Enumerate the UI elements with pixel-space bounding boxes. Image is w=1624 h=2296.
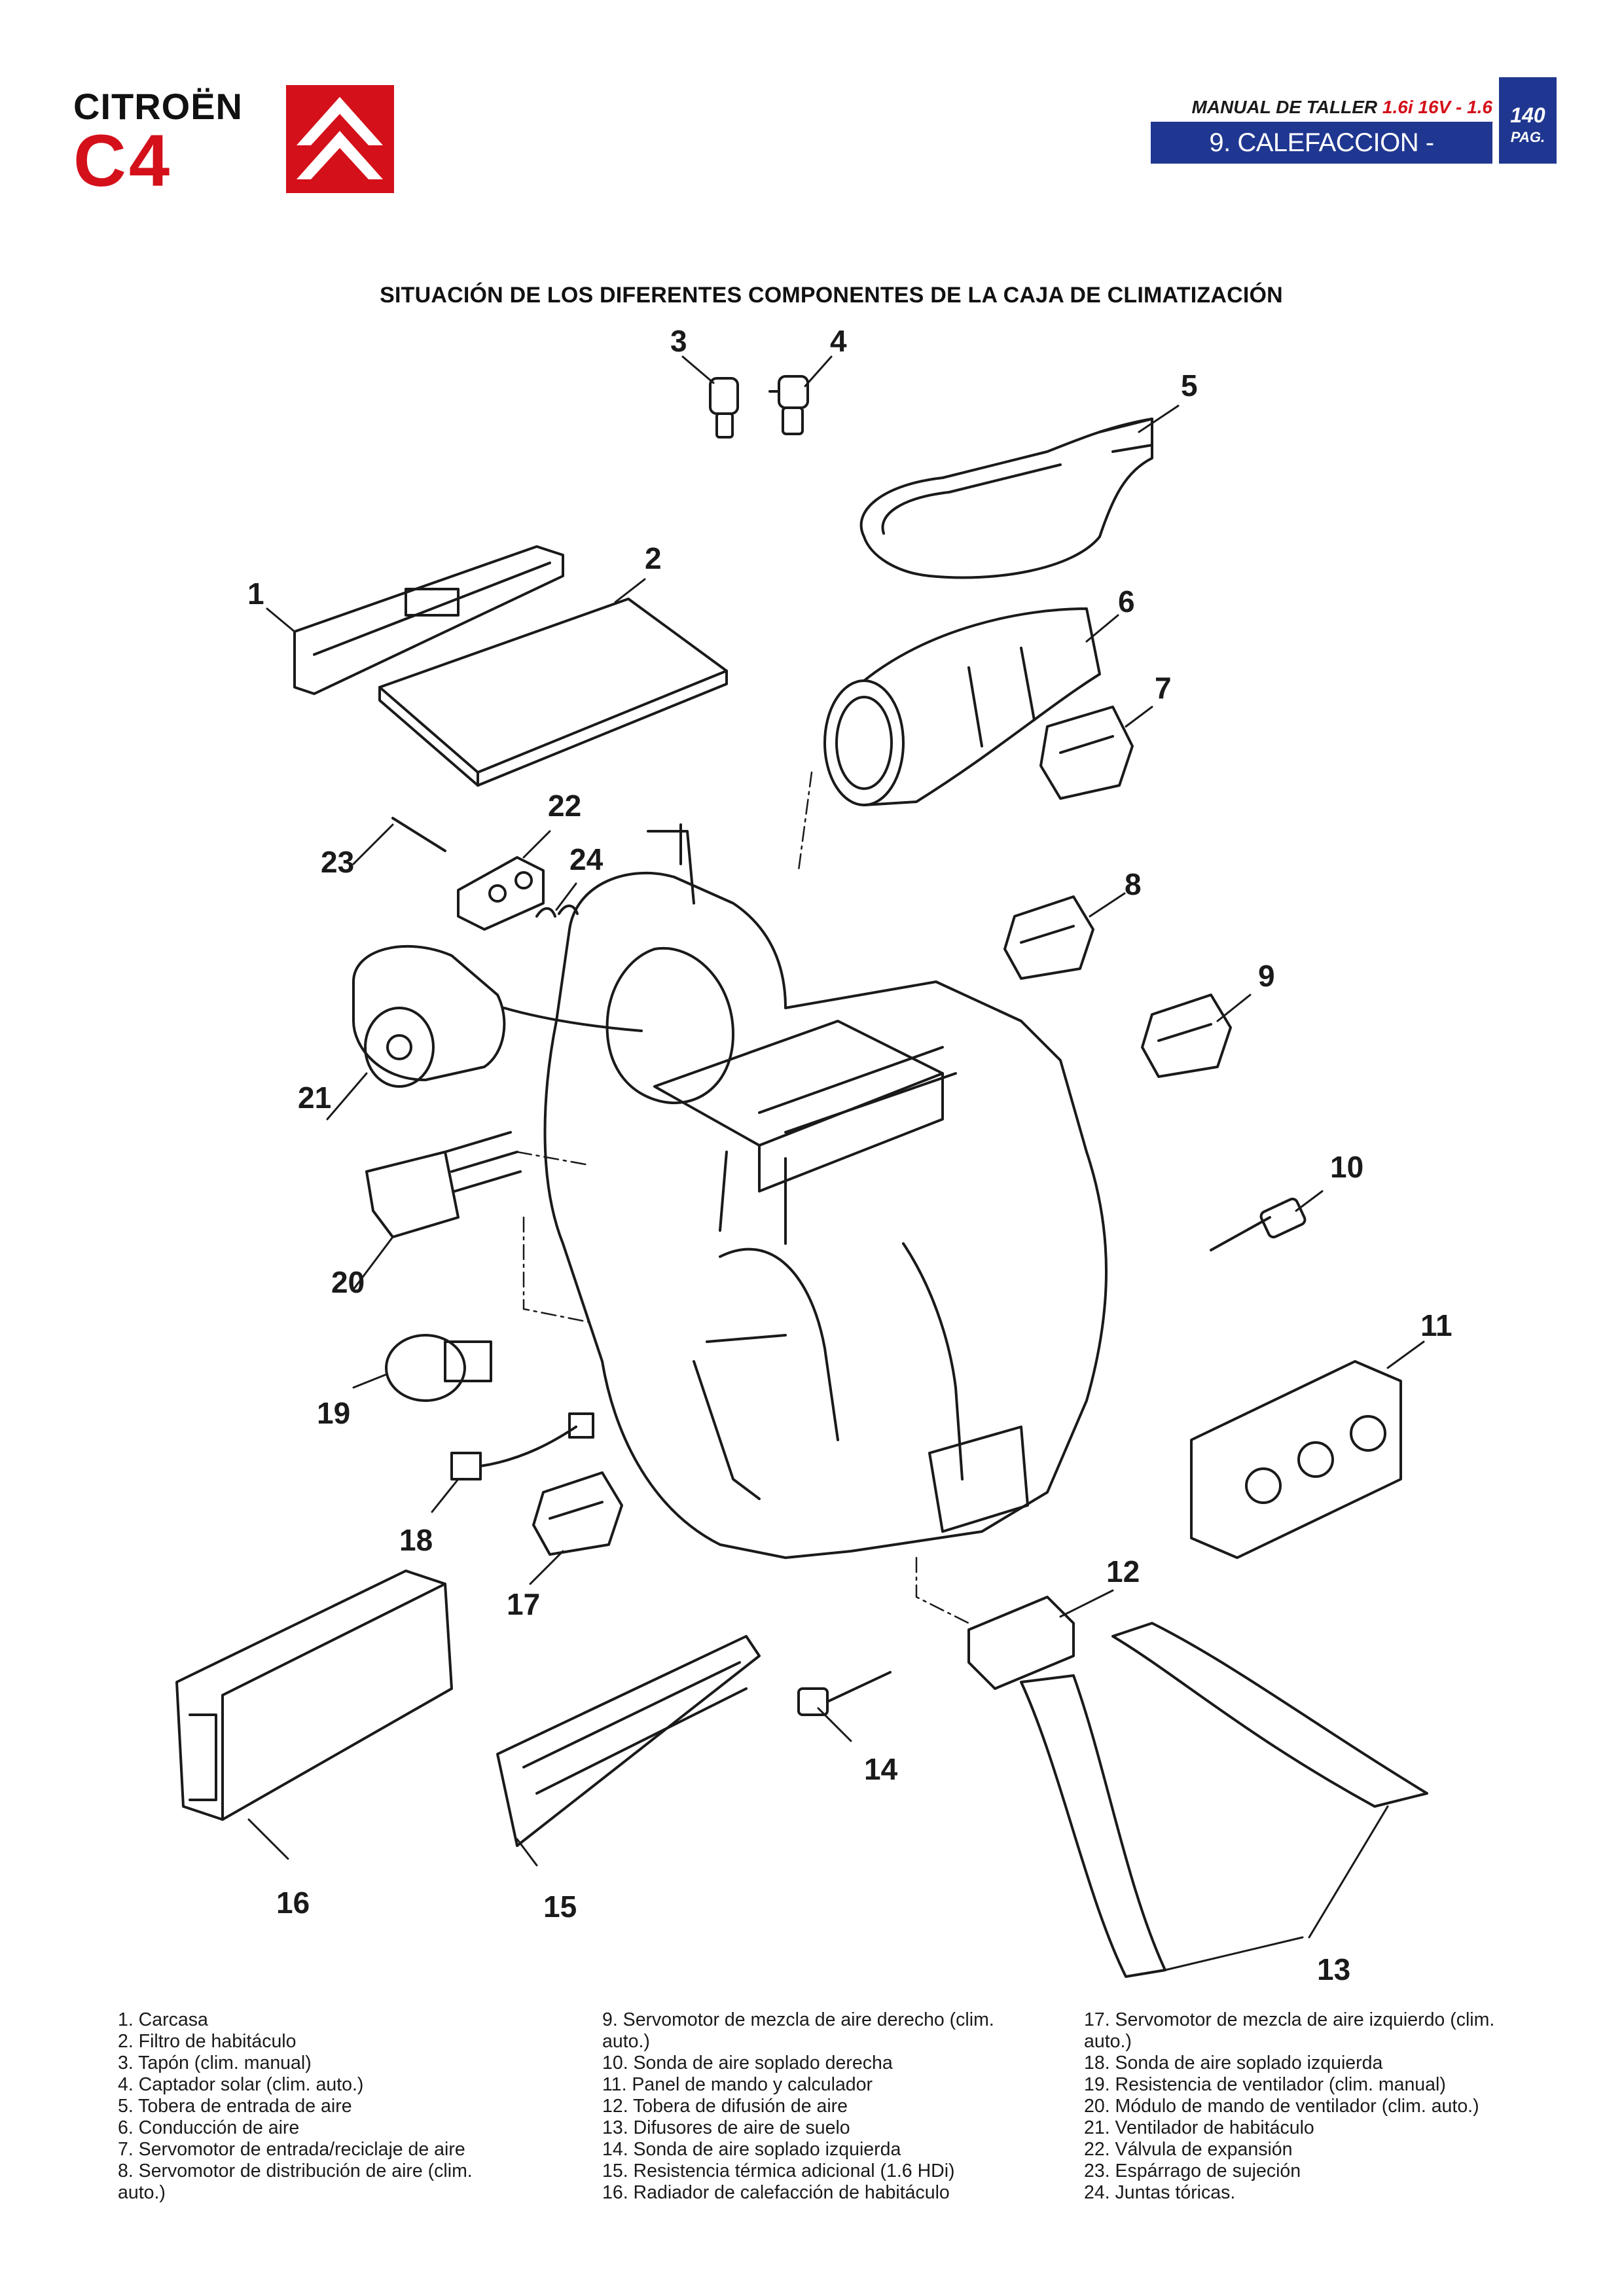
part-7-recirculation-servo: [1039, 706, 1134, 800]
legend-item: 19. Resistencia de ventilador (clim. man…: [1084, 2074, 1446, 2095]
part-8-distribution-servo: [1003, 895, 1094, 980]
part-21-blower-fan: [352, 944, 643, 1088]
part-6-air-duct: [823, 607, 1101, 806]
part-14-left-air-probe: [797, 1671, 892, 1716]
part-20-fan-control-module: [365, 1131, 522, 1238]
citroen-logo: CITROËN C4: [73, 85, 394, 202]
callout-18: 18: [399, 1523, 433, 1557]
legend-item: 4. Captador solar (clim. auto.): [118, 2074, 364, 2095]
callout-12: 12: [1106, 1554, 1140, 1588]
part-18-left-air-probe-cable: [450, 1412, 594, 1480]
callout-2: 2: [645, 541, 662, 575]
brand-name: CITROËN: [73, 86, 243, 127]
part-15-heater-element: [496, 1635, 761, 1847]
part-16-heater-core: [175, 1570, 453, 1821]
legend-column-3: 17. Servomotor de mezcla de aire izquier…: [1084, 2009, 1494, 2204]
part-24-o-rings: [535, 905, 579, 918]
part-23-stud: [391, 817, 446, 852]
part-22-expansion-valve: [457, 856, 545, 931]
callout-24: 24: [569, 842, 604, 876]
legend-item: 8. Servomotor de distribución de aire (c…: [118, 2161, 473, 2181]
callout-5: 5: [1181, 368, 1198, 403]
legend-item: 3. Tapón (clim. manual): [118, 2053, 312, 2073]
legend-item: 14. Sonda de aire soplado izquierda: [602, 2139, 901, 2160]
legend-item: 16. Radiador de calefacción de habitácul…: [602, 2182, 950, 2203]
page-number-box: 140 PAG.: [1499, 77, 1557, 164]
part-9-right-mix-servo: [1141, 994, 1232, 1078]
part-10-right-air-probe: [1210, 1197, 1307, 1251]
part-4-sun-sensor: [768, 375, 809, 435]
legend-item: 9. Servomotor de mezcla de aire derecho …: [602, 2009, 994, 2030]
legend-item: 17. Servomotor de mezcla de aire izquier…: [1084, 2009, 1495, 2030]
legend-item: 24. Juntas tóricas.: [1084, 2182, 1236, 2203]
assembly-guide-lines: [516, 771, 970, 1624]
legend-item: auto.): [602, 2031, 650, 2052]
legend-item: 5. Tobera de entrada de aire: [118, 2096, 352, 2117]
legend-column-1: 1. Carcasa 2. Filtro de habitáculo 3. Ta…: [118, 2009, 473, 2204]
callout-14: 14: [864, 1752, 898, 1786]
legend-item: auto.): [1084, 2031, 1132, 2052]
manual-label: MANUAL DE TALLER: [1191, 97, 1378, 117]
part-1-housing: [543, 823, 1108, 1559]
callout-22: 22: [548, 789, 582, 823]
callout-6: 6: [1118, 584, 1135, 619]
callout-leaders: [247, 355, 1425, 1971]
callout-1: 1: [247, 577, 264, 611]
callout-3: 3: [670, 324, 687, 358]
page-number: 140: [1510, 103, 1545, 127]
legend-item: 15. Resistencia térmica adicional (1.6 H…: [602, 2161, 955, 2181]
part-19-fan-resistor: [385, 1334, 492, 1402]
callout-15: 15: [543, 1890, 577, 1924]
double-chevron-icon: [286, 85, 394, 193]
part-1-filter-cover: [293, 545, 564, 695]
legend-item: 6. Conducción de aire: [118, 2117, 300, 2138]
page-label: PAG.: [1510, 129, 1545, 145]
legend-column-2: 9. Servomotor de mezcla de aire derecho …: [602, 2009, 994, 2204]
manual-header: MANUAL DE TALLER 1.6i 16V - 1.6 HDI: [1165, 97, 1493, 139]
part-17-left-mix-servo: [532, 1471, 623, 1556]
legend-item: 2. Filtro de habitáculo: [118, 2031, 297, 2052]
legend-item: auto.): [118, 2182, 166, 2203]
callout-7: 7: [1155, 671, 1172, 705]
page-title: SITUACIÓN DE LOS DIFERENTES COMPONENTES …: [380, 283, 1283, 308]
callout-4: 4: [830, 324, 847, 358]
callout-8: 8: [1125, 867, 1142, 901]
callout-11: 11: [1420, 1308, 1453, 1342]
callout-9: 9: [1258, 959, 1275, 993]
callout-10: 10: [1330, 1150, 1364, 1184]
legend-item: 7. Servomotor de entrada/reciclaje de ai…: [118, 2139, 465, 2160]
legend-item: 1. Carcasa: [118, 2009, 208, 2030]
part-11-control-panel: [1190, 1360, 1402, 1559]
callout-19: 19: [317, 1396, 351, 1430]
callout-16: 16: [276, 1886, 310, 1920]
part-2-cabin-filter: [378, 598, 728, 787]
callout-23: 23: [321, 845, 355, 879]
legend-item: 10. Sonda de aire soplado derecha: [602, 2053, 893, 2073]
legend-item: 20. Módulo de mando de ventilador (clim.…: [1084, 2096, 1479, 2117]
legend-item: 21. Ventilador de habitáculo: [1084, 2117, 1314, 2138]
part-12-diffusion-nozzle: [967, 1596, 1075, 1690]
callout-21: 21: [298, 1081, 332, 1115]
part-3-plug: [709, 377, 739, 439]
model-name: C4: [73, 120, 173, 202]
part-13-floor-diffusers: [1020, 1622, 1428, 1978]
legend-item: 18. Sonda de aire soplado izquierda: [1084, 2053, 1383, 2073]
legend-item: 11. Panel de mando y calculador: [602, 2074, 873, 2095]
legend-item: 22. Válvula de expansión: [1084, 2139, 1293, 2160]
callout-13: 13: [1317, 1952, 1351, 1986]
legend-item: 23. Espárrago de sujeción: [1084, 2161, 1301, 2181]
section-banner: 9. CALEFACCION - CLIMATIZACION: [1151, 122, 1492, 199]
legend-item: 13. Difusores de aire de suelo: [602, 2117, 850, 2138]
part-5-air-inlet-nozzle: [859, 418, 1153, 579]
callout-17: 17: [507, 1587, 541, 1621]
callout-20: 20: [331, 1265, 365, 1299]
legend-item: 12. Tobera de difusión de aire: [602, 2096, 848, 2117]
